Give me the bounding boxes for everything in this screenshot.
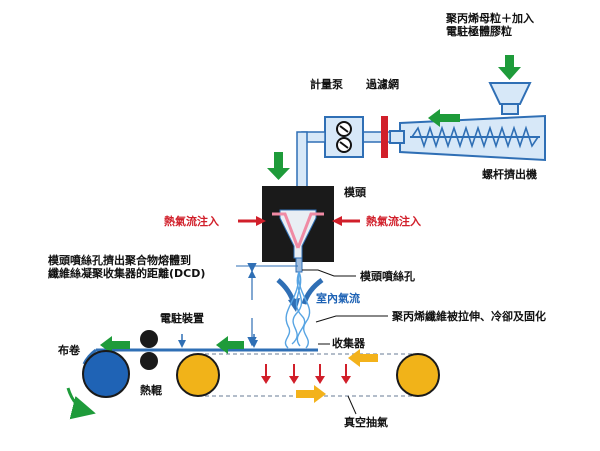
extrusion-direction-arrow (428, 109, 460, 127)
hot-air-left-label: 熱氣流注入 (164, 215, 219, 228)
electret-device (140, 330, 158, 370)
filter-screen-label: 過濾網 (366, 78, 399, 91)
hopper (488, 82, 532, 115)
fiber-leader (315, 315, 388, 323)
collector-roller-right (396, 353, 440, 397)
hot-roller-label: 熱輥 (140, 384, 162, 397)
metering-pump (324, 116, 364, 158)
screw-extruder (399, 114, 546, 162)
collector-label: 收集器 (332, 337, 365, 350)
dcd-description-label: 模頭噴絲孔擠出聚合物熔體到 纖維絲凝聚收集器的距離(DCD) (48, 254, 206, 280)
feed-material-label: 聚丙烯母粒＋加入 電駐極體膠粒 (446, 12, 534, 38)
room-air-flow-label: 室內氣流 (316, 292, 360, 305)
collector-belt (176, 353, 440, 397)
hot-air-right-label: 熱氣流注入 (366, 215, 421, 228)
vacuum-arrows (261, 364, 351, 384)
screw-extruder-label: 螺杆擠出機 (482, 168, 537, 181)
web-direction-arrows (178, 334, 258, 348)
hot-air-arrow-right (332, 216, 360, 226)
fabric-roll-label: 布卷 (58, 344, 80, 357)
feed-arrow (498, 55, 521, 80)
belt-direction-arrows (296, 349, 378, 403)
roll-rotation-arrow (66, 387, 96, 420)
die-head (262, 186, 334, 273)
spinneret-leader (302, 269, 356, 277)
electret-device-label: 電駐裝置 (160, 312, 204, 325)
metering-pump-label: 計量泵 (310, 78, 343, 91)
dcd-dimension (236, 262, 298, 347)
melt-pipe (361, 130, 405, 144)
web-transport-arrows (100, 336, 244, 354)
vacuum-leader (347, 395, 357, 415)
spinneret-hole-label: 模頭噴絲孔 (360, 270, 415, 283)
die-feed-pipe (296, 131, 326, 191)
fiber-process-label: 聚丙烯纖維被拉伸、冷卻及固化 (392, 310, 546, 323)
vacuum-suction-label: 真空抽氣 (344, 416, 388, 429)
fabric-roll (82, 350, 130, 398)
collector-roller-left (176, 353, 220, 397)
fiber-stream (284, 271, 311, 349)
hot-air-arrow-left (238, 216, 266, 226)
die-feed-arrow (267, 152, 290, 180)
die-head-label: 模頭 (344, 186, 366, 199)
filter-screen (381, 116, 388, 158)
